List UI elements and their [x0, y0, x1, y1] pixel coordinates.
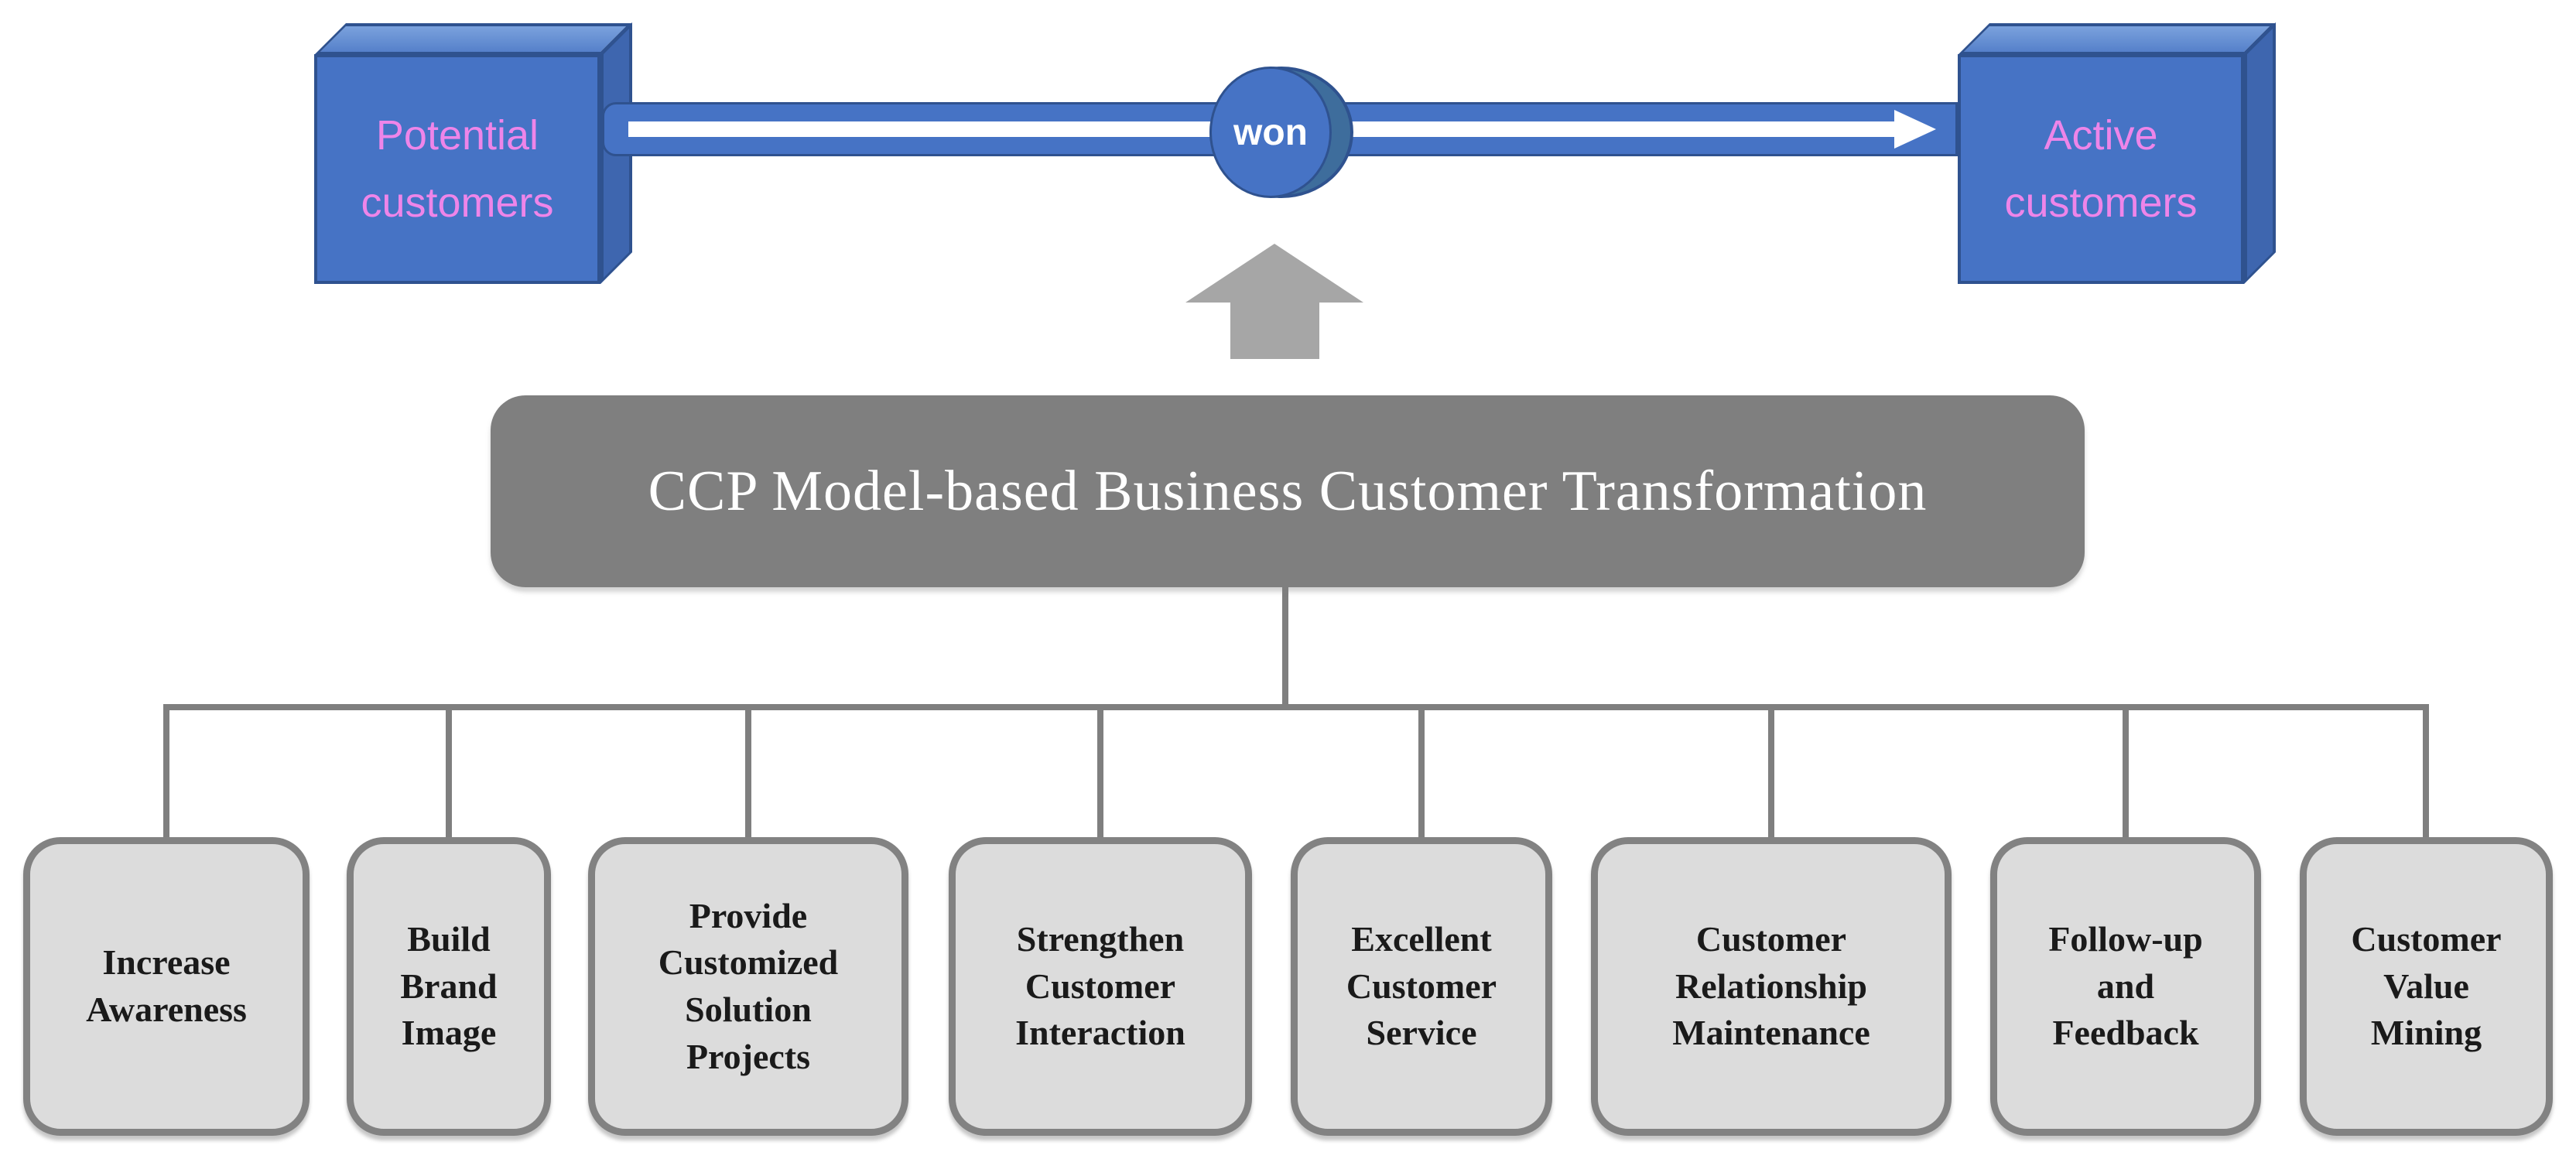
cube-front-face: Potential customers: [314, 54, 600, 284]
strategy-label: Provide Customized Solution Projects: [658, 895, 839, 1076]
strategy-label: Strengthen Customer Interaction: [1015, 918, 1185, 1053]
cube-front-face: Active customers: [1958, 54, 2244, 284]
connector-rail: [163, 704, 2429, 710]
strategy-box-followup-feedback: Follow-up and Feedback: [1990, 837, 2261, 1136]
connector-drop: [745, 707, 751, 840]
transformation-title-box: CCP Model-based Business Customer Transf…: [491, 395, 2085, 587]
won-badge: won: [1209, 67, 1332, 198]
connector-drop: [1768, 707, 1774, 840]
connector-drop: [2123, 707, 2129, 840]
strategy-box-customized-solutions: Provide Customized Solution Projects: [588, 837, 908, 1136]
strategy-box-value-mining: Customer Value Mining: [2300, 837, 2553, 1136]
up-arrow-stem: [1230, 301, 1319, 359]
flow-arrow-head-icon: [1894, 110, 1936, 149]
up-arrow-icon: [1185, 244, 1363, 303]
strategy-box-customer-service: Excellent Customer Service: [1291, 837, 1552, 1136]
transformation-title: CCP Model-based Business Customer Transf…: [648, 459, 1928, 523]
connector-drop: [446, 707, 452, 840]
connector-drop: [2423, 707, 2429, 840]
connector-drop: [163, 707, 169, 840]
strategy-label: Build Brand Image: [400, 918, 498, 1053]
strategy-box-relationship-maintenance: Customer Relationship Maintenance: [1591, 837, 1952, 1136]
cube-top-face: [1958, 23, 2276, 55]
strategy-label: Customer Value Mining: [2351, 918, 2502, 1053]
cube-top-face: [314, 23, 632, 55]
strategy-label: Excellent Customer Service: [1346, 918, 1497, 1053]
won-label: won: [1233, 111, 1308, 153]
strategy-label: Customer Relationship Maintenance: [1672, 918, 1870, 1053]
strategy-label: Follow-up and Feedback: [2048, 918, 2203, 1053]
connector-stem: [1282, 587, 1288, 709]
active-customers-label: Active customers: [2004, 112, 2198, 226]
cube-side-face: [2244, 22, 2276, 284]
potential-customers-label: Potential customers: [361, 112, 554, 226]
strategy-label: Increase Awareness: [86, 942, 247, 1029]
strategy-box-increase-awareness: Increase Awareness: [23, 837, 310, 1136]
connector-drop: [1418, 707, 1425, 840]
strategy-box-build-brand-image: Build Brand Image: [347, 837, 551, 1136]
strategy-box-customer-interaction: Strengthen Customer Interaction: [949, 837, 1252, 1136]
connector-drop: [1097, 707, 1103, 840]
